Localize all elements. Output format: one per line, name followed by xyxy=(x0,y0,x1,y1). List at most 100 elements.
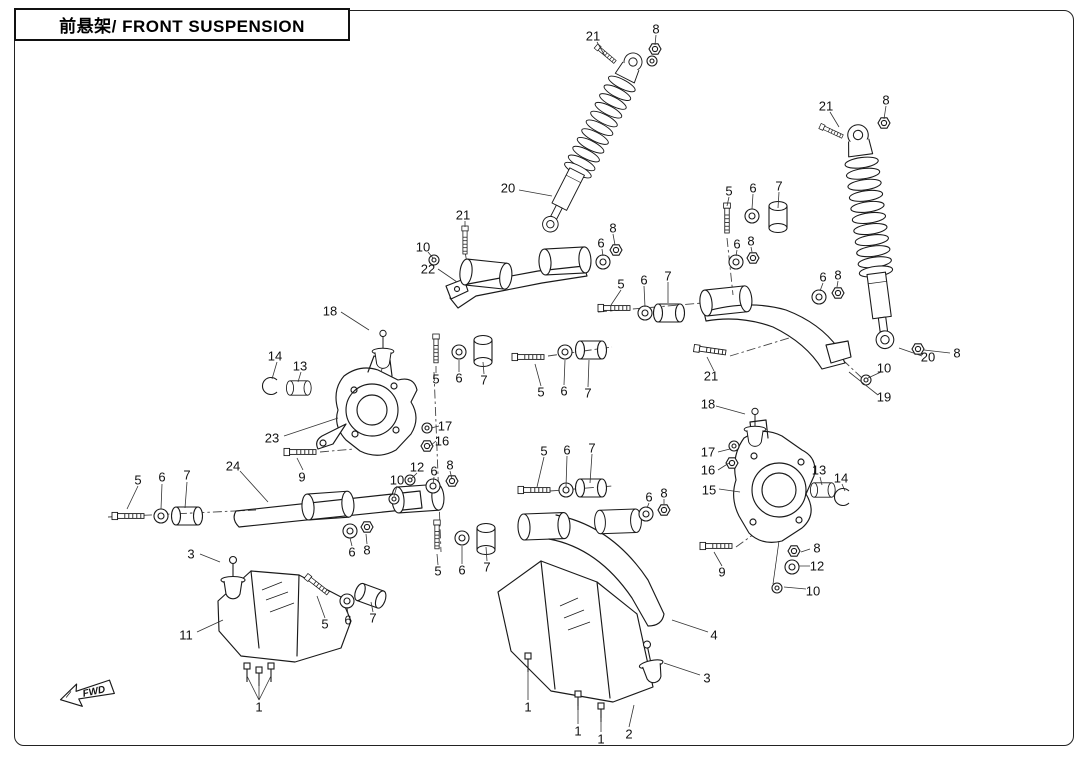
callout-14: 14 xyxy=(834,471,848,486)
bushing xyxy=(652,303,686,323)
callout-7: 7 xyxy=(588,441,595,456)
nut xyxy=(877,117,891,129)
callout-5: 5 xyxy=(540,444,547,459)
arm-bushing xyxy=(593,508,643,535)
callout-6: 6 xyxy=(640,273,647,288)
callout-2: 2 xyxy=(625,727,632,742)
callout-8: 8 xyxy=(747,234,754,249)
callout-13: 13 xyxy=(812,463,826,478)
callout-6: 6 xyxy=(733,237,740,252)
upper-control-arm-left xyxy=(445,246,593,309)
leader-lines xyxy=(126,34,951,732)
callout-4: 4 xyxy=(710,628,717,643)
bushing xyxy=(170,506,204,526)
callout-12: 12 xyxy=(410,460,424,475)
bolt xyxy=(111,511,145,521)
page-border xyxy=(14,10,1074,746)
callout-6: 6 xyxy=(158,470,165,485)
bolt xyxy=(593,43,618,65)
callout-6: 6 xyxy=(458,563,465,578)
callout-21: 21 xyxy=(456,208,470,223)
snap-ring xyxy=(261,376,278,396)
callout-6: 6 xyxy=(455,371,462,386)
bolt xyxy=(511,352,545,362)
callout-17: 17 xyxy=(701,445,715,460)
snap-ring xyxy=(833,487,850,507)
callout-7: 7 xyxy=(664,269,671,284)
washer xyxy=(744,208,760,224)
washer xyxy=(425,478,441,494)
page-title: 前悬架/ FRONT SUSPENSION xyxy=(59,17,305,36)
callout-8: 8 xyxy=(446,458,453,473)
small-washer xyxy=(421,422,433,434)
callout-8: 8 xyxy=(652,22,659,37)
callout-5: 5 xyxy=(537,385,544,400)
nut xyxy=(657,504,671,516)
bolt xyxy=(699,541,733,551)
callout-8: 8 xyxy=(660,486,667,501)
washer xyxy=(153,508,169,524)
washer xyxy=(638,506,654,522)
callout-1: 1 xyxy=(574,724,581,739)
callout-3: 3 xyxy=(187,547,194,562)
callout-19: 19 xyxy=(877,390,891,405)
callout-5: 5 xyxy=(134,473,141,488)
callout-8: 8 xyxy=(882,93,889,108)
callout-9: 9 xyxy=(298,470,305,485)
nut xyxy=(787,545,801,557)
bolt xyxy=(597,303,631,313)
callout-6: 6 xyxy=(560,384,567,399)
callout-7: 7 xyxy=(369,611,376,626)
callout-6: 6 xyxy=(348,545,355,560)
callout-15: 15 xyxy=(702,483,716,498)
washer xyxy=(451,344,467,360)
callout-11: 11 xyxy=(179,628,193,643)
callout-7: 7 xyxy=(584,386,591,401)
callout-16: 16 xyxy=(435,434,449,449)
callout-8: 8 xyxy=(609,221,616,236)
bolt xyxy=(723,202,731,234)
small-washer xyxy=(646,55,658,67)
callout-9: 9 xyxy=(718,565,725,580)
bolt xyxy=(432,333,440,364)
stud-bolt xyxy=(267,662,275,683)
callout-21: 21 xyxy=(819,99,833,114)
shock-absorber-left xyxy=(533,46,651,239)
fwd-arrow-icon: FWD xyxy=(59,679,115,707)
small-washer xyxy=(728,440,740,452)
bolt xyxy=(517,485,551,495)
callout-6: 6 xyxy=(563,443,570,458)
washer xyxy=(728,254,744,270)
callout-8: 8 xyxy=(834,268,841,283)
lower-control-arm-right xyxy=(516,508,665,627)
callout-6: 6 xyxy=(749,181,756,196)
callout-5: 5 xyxy=(617,277,624,292)
callout-6: 6 xyxy=(430,464,437,479)
callout-7: 7 xyxy=(775,179,782,194)
arm-guard-left xyxy=(217,570,352,663)
callout-18: 18 xyxy=(323,304,337,319)
stud-bolt xyxy=(243,662,251,683)
callout-5: 5 xyxy=(725,184,732,199)
bolt xyxy=(693,343,727,357)
callout-18: 18 xyxy=(701,397,715,412)
bushing xyxy=(352,581,389,611)
lower-control-arm-left xyxy=(233,483,446,528)
steering-knuckle-right xyxy=(733,419,816,585)
callout-23: 23 xyxy=(265,431,279,446)
callout-8: 8 xyxy=(813,541,820,556)
small-washer xyxy=(771,582,783,594)
callout-7: 7 xyxy=(480,373,487,388)
bolt xyxy=(818,123,844,140)
washer xyxy=(342,523,358,539)
callout-16: 16 xyxy=(701,463,715,478)
washer xyxy=(454,530,470,546)
washer xyxy=(637,305,653,321)
callout-1: 1 xyxy=(255,700,262,715)
nut xyxy=(831,287,845,299)
nut xyxy=(609,244,623,256)
callout-13: 13 xyxy=(293,359,307,374)
